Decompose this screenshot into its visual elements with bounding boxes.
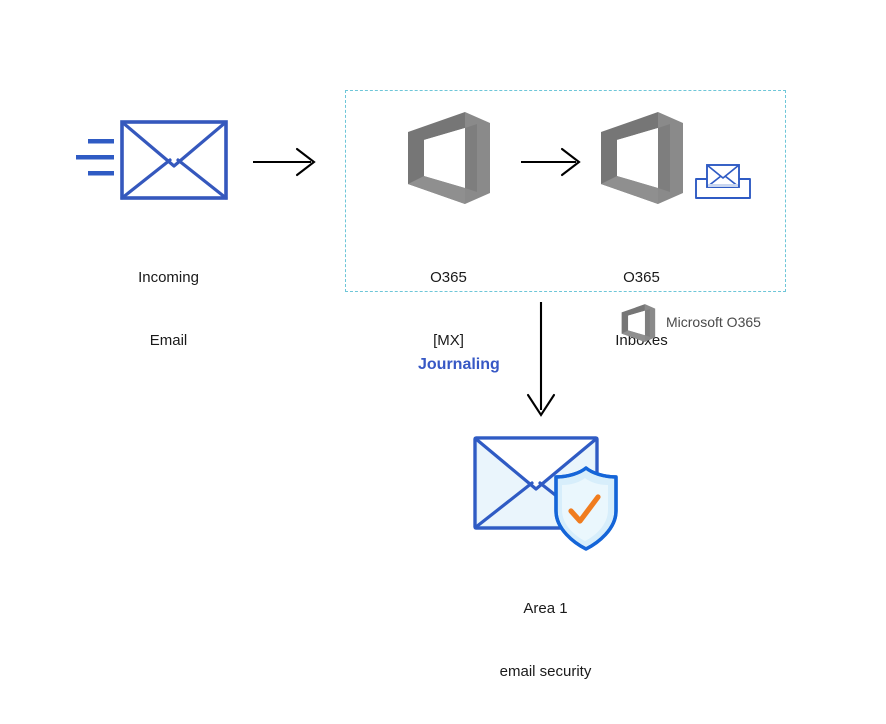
connector-incoming-to-mx [253,145,323,179]
caption-line: Area 1 [523,600,568,617]
legend-o365-icon-wrap [620,303,656,343]
caption-line: O365 [430,269,467,286]
inbox-tray-envelope-icon-wrap [694,162,752,204]
caption-line: Email [149,332,188,349]
caption-o365-mx: O365 [MX] [366,225,531,393]
node-o365-mx [404,110,492,206]
motion-lines-icon [76,139,114,176]
caption-line: email security [499,663,592,680]
connector-inboxes-to-area1 [522,302,562,422]
caption-line: Incoming [138,269,199,286]
office-365-logo-icon [408,112,490,204]
inbox-tray-envelope-icon [695,164,751,199]
node-incoming-email [70,118,235,208]
legend-label: Microsoft O365 [666,314,761,330]
caption-line: O365 [623,269,660,286]
office-365-logo-icon [601,112,683,204]
arrow-right-icon [253,147,316,177]
diagram-canvas: Incoming Email O365 [MX] [70,90,786,680]
arrow-right-icon [521,147,581,177]
journaling-label: Journaling [418,356,500,373]
office-365-logo-icon [621,304,656,342]
envelope-with-motion-lines-icon [76,120,228,200]
caption-line: [MX] [433,332,464,349]
envelope-shield-check-icon [473,436,618,551]
envelope-outline-icon [120,120,228,200]
node-area1-email-security [470,433,630,551]
node-o365-inboxes [597,110,685,206]
o365-boundary-zone [345,90,786,292]
caption-area1-email-security: Area 1 email security [463,556,628,724]
arrow-down-icon [526,302,556,417]
shield-check-icon [554,466,618,551]
connector-mx-to-inboxes [521,145,587,179]
caption-incoming-email: Incoming Email [86,225,251,393]
